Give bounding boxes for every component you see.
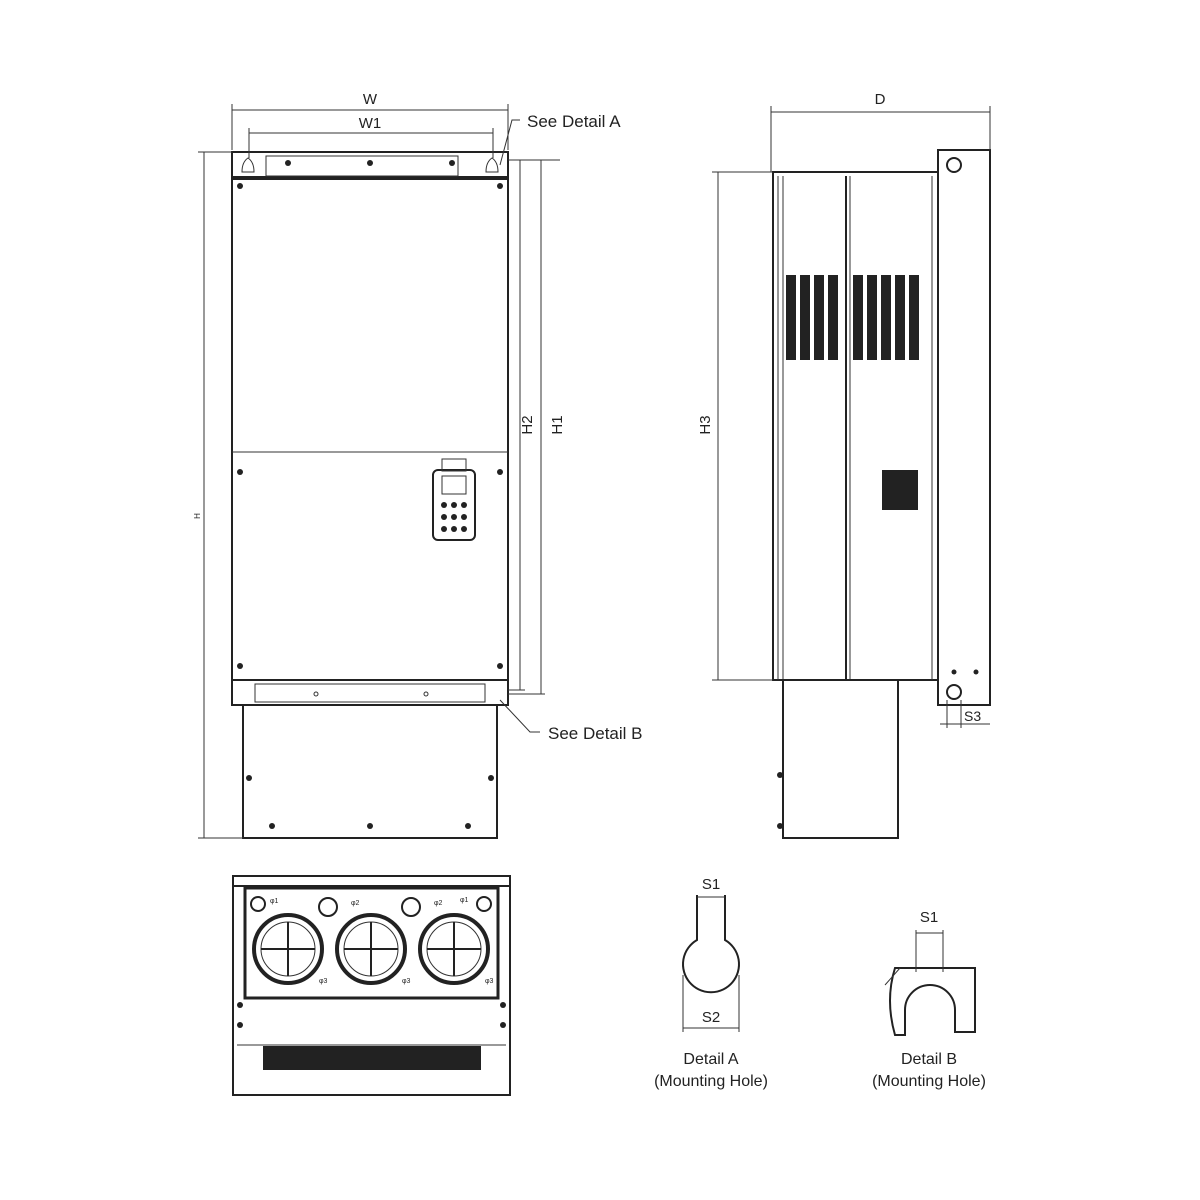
dim-h-label: H — [193, 513, 202, 519]
bottom-view: φ1 φ2 φ3 φ3 φ3 φ2 φ1 — [232, 875, 511, 1096]
hole-label: φ1 — [270, 898, 279, 905]
detail-a: S1 S2 Detail A (Mounting Hole) — [654, 876, 768, 1090]
detail-a-title: Detail A — [683, 1051, 738, 1068]
front-view: W W1 H H2 H1 See Detail A See Detail B — [193, 91, 643, 839]
mounting-hole-left — [241, 157, 255, 173]
keypad — [432, 458, 476, 541]
detail-a-s1-label: S1 — [702, 876, 720, 893]
hole-label: φ3 — [402, 978, 411, 985]
callout-detail-b: See Detail B — [548, 724, 643, 743]
dim-h1-label: H1 — [549, 415, 566, 434]
mounting-hole-right — [485, 157, 499, 173]
vent-grille — [786, 275, 919, 510]
side-view: D H3 S3 — [697, 91, 991, 839]
hole-label: φ2 — [434, 900, 443, 907]
detail-b-s1-label: S1 — [920, 909, 938, 926]
cable-entry-1 — [252, 913, 324, 985]
hole-label: φ3 — [319, 978, 328, 985]
hole-label: φ2 — [351, 900, 360, 907]
hole-label: φ1 — [460, 897, 469, 904]
dim-w1-label: W1 — [359, 115, 382, 132]
detail-b-subtitle: (Mounting Hole) — [872, 1073, 986, 1090]
dim-h3-label: H3 — [697, 415, 714, 434]
dim-d-label: D — [875, 91, 886, 108]
detail-b: S1 Detail B (Mounting Hole) — [872, 909, 986, 1090]
cable-entry-3 — [418, 913, 490, 985]
dim-s3-label: S3 — [964, 708, 981, 724]
detail-a-s2-label: S2 — [702, 1009, 720, 1026]
dim-w-label: W — [363, 91, 378, 108]
hole-label: φ3 — [485, 978, 494, 985]
callout-detail-a: See Detail A — [527, 112, 621, 131]
dim-h2-label: H2 — [519, 415, 536, 434]
detail-b-title: Detail B — [901, 1051, 957, 1068]
vent-slots — [263, 1046, 481, 1070]
cable-entry-2 — [335, 913, 407, 985]
detail-a-subtitle: (Mounting Hole) — [654, 1073, 768, 1090]
